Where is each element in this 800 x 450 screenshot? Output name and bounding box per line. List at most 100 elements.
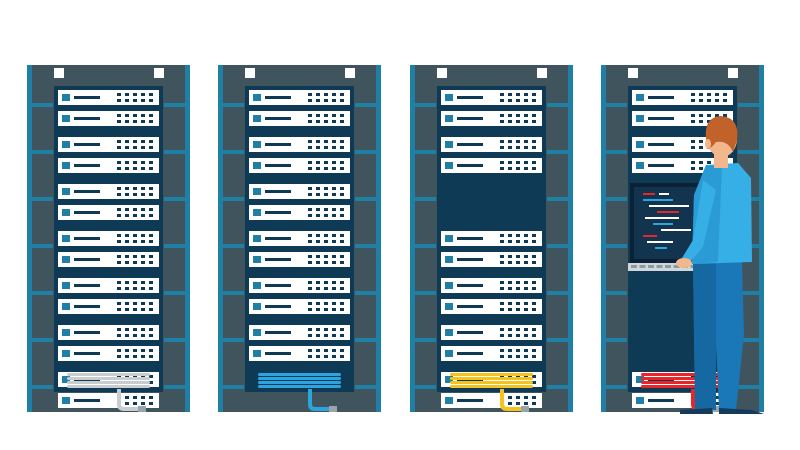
drive-slot — [265, 258, 291, 261]
vent-dot — [149, 328, 153, 331]
vent-dot — [141, 167, 145, 170]
server-unit — [249, 184, 350, 199]
vent-dot — [532, 375, 536, 378]
vent-dot — [133, 396, 137, 399]
vent-dot — [332, 208, 336, 211]
vent-dot — [340, 167, 344, 170]
vent-dot — [691, 120, 695, 123]
server-face — [441, 346, 542, 361]
rail-tick — [222, 385, 244, 389]
drive-slot — [265, 96, 291, 99]
vent-dot — [308, 93, 312, 96]
vent-dot — [324, 334, 328, 337]
vent-dot — [308, 334, 312, 337]
rail-tick — [605, 150, 627, 154]
vent-dot — [149, 114, 153, 117]
vent-dot — [524, 120, 528, 123]
vent-dot — [125, 355, 129, 358]
vent-dot — [508, 349, 512, 352]
vent-dot — [133, 193, 137, 196]
drive-slot — [265, 143, 291, 146]
code-line — [661, 229, 691, 231]
vent-dot — [332, 93, 336, 96]
rail-tick — [164, 103, 186, 107]
vent-dot — [308, 120, 312, 123]
vent-dot — [532, 120, 536, 123]
hair — [705, 116, 738, 152]
vent-dot — [149, 187, 153, 190]
vent-dot — [133, 93, 137, 96]
drive-slot — [265, 190, 291, 193]
vent-dot — [524, 140, 528, 143]
status-led — [253, 350, 261, 357]
server-unit — [249, 252, 350, 267]
status-led — [636, 94, 644, 101]
vent-dot — [500, 93, 504, 96]
server-unit — [58, 90, 159, 105]
vent-dot — [332, 114, 336, 117]
drive-slot — [457, 164, 483, 167]
vent-dot — [141, 281, 145, 284]
rail-tick — [547, 291, 569, 295]
vent-dot — [332, 234, 336, 237]
vent-dot — [500, 261, 504, 264]
vent-dot — [332, 308, 336, 311]
vent-dot — [133, 99, 137, 102]
server-face — [58, 252, 159, 267]
vent-dot — [308, 349, 312, 352]
rail-tick — [31, 244, 53, 248]
vent-dot — [324, 308, 328, 311]
drive-slot — [457, 331, 483, 334]
rail-tick — [414, 150, 436, 154]
vent-dot — [524, 375, 528, 378]
status-led — [445, 115, 453, 122]
drive-slot — [457, 143, 483, 146]
vent-dot — [141, 161, 145, 164]
vent-dot — [691, 375, 695, 378]
vent-dot — [332, 328, 336, 331]
vent-dot — [500, 161, 504, 164]
vent-dot — [508, 140, 512, 143]
vent-dot — [149, 349, 153, 352]
drive-slot — [74, 237, 100, 240]
vent-dot — [149, 334, 153, 337]
server-face — [249, 137, 350, 152]
vent-dot — [316, 114, 320, 117]
vent-dot — [500, 234, 504, 237]
vent-dot — [316, 261, 320, 264]
vent-dot — [141, 120, 145, 123]
vent-dot — [500, 114, 504, 117]
vent-dot — [532, 328, 536, 331]
server-unit — [249, 137, 350, 152]
vent-dot — [340, 255, 344, 258]
status-led — [636, 397, 644, 404]
vent-dot — [516, 281, 520, 284]
cable-strand — [450, 373, 533, 376]
vent-dot — [500, 334, 504, 337]
vent-dot — [133, 261, 137, 264]
cable-connector — [521, 406, 529, 412]
vent-dot — [117, 287, 121, 290]
vent-dot — [149, 381, 153, 384]
vent-dot — [125, 334, 129, 337]
drive-slot — [457, 305, 483, 308]
vent-dot — [516, 302, 520, 305]
vent-dot — [532, 308, 536, 311]
vent-dot — [117, 302, 121, 305]
rail-tick — [605, 385, 627, 389]
server-unit — [441, 393, 542, 408]
drive-slot — [265, 164, 291, 167]
server-unit — [249, 231, 350, 246]
vent-dot — [141, 99, 145, 102]
vent-dot — [324, 114, 328, 117]
vent-dot — [332, 120, 336, 123]
server-face — [58, 90, 159, 105]
rail-tick — [355, 150, 377, 154]
server-face — [58, 184, 159, 199]
rail-tick — [355, 338, 377, 342]
vent-dot — [699, 146, 703, 149]
vent-dot — [532, 99, 536, 102]
vent-dot — [532, 281, 536, 284]
vent-dot — [524, 302, 528, 305]
server-unit — [58, 158, 159, 173]
